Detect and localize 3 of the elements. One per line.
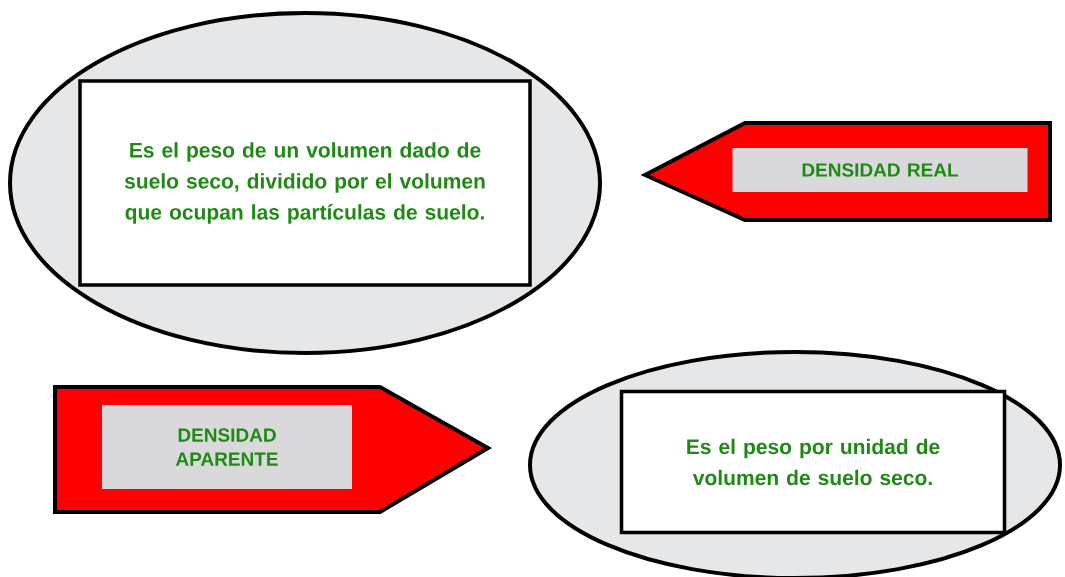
text-box: Es el peso por unidad de volumen de suelo seco. <box>619 389 1007 535</box>
text-box: Es el peso de un volumen dado de suelo seco, dividido por el volumen que ocupan las partículas de suelo. <box>78 79 532 287</box>
arrow-label: DENSIDAD APARENTE <box>53 385 492 514</box>
